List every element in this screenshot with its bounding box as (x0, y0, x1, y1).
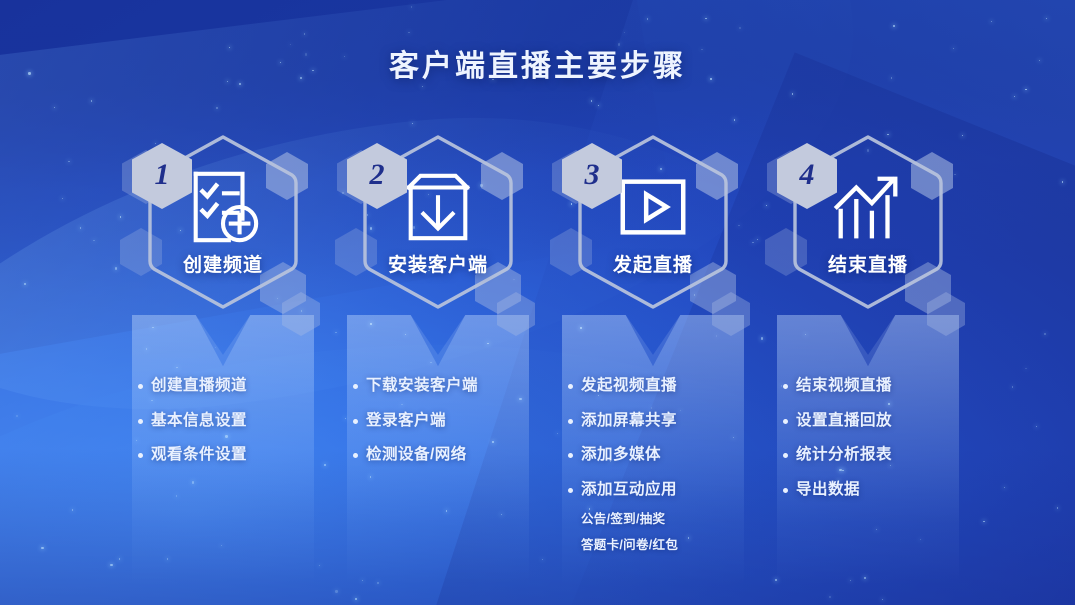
background-bottom-shade (0, 447, 1075, 605)
bullet-label: 创建直播频道 (151, 377, 248, 394)
bar-chart-trend-icon (829, 168, 907, 246)
bullet-dot-icon (353, 384, 358, 389)
step-column-2[interactable]: 安装客户端 2 下载安装客户端登录客户端检测设备/网络 (329, 0, 547, 605)
bullet-dot-icon (568, 418, 573, 424)
bullet-label: 结束视频直播 (796, 377, 893, 394)
bullet-item: 添加屏幕共享 (568, 411, 758, 429)
bullet-dot-icon (138, 384, 143, 389)
step-column-1[interactable]: 创建频道 1 创建直播频道基本信息设置观看条件设置 (114, 0, 332, 605)
decorative-hexagon-4-icon (475, 262, 521, 314)
bullet-label: 观看条件设置 (151, 446, 248, 463)
decorative-hexagon-2-icon (481, 152, 523, 200)
bullet-item: 统计分析报表 (783, 447, 973, 463)
step-number: 3 (584, 158, 600, 191)
bullet-dot-icon (138, 453, 143, 458)
step-bullet-list: 发起视频直播添加屏幕共享添加多媒体添加互动应用公告/签到/抽奖答题卡/问卷/红包 (568, 378, 758, 560)
step-number: 2 (369, 158, 385, 191)
bullet-dot-icon (138, 418, 143, 424)
bullet-label: 设置直播回放 (796, 411, 893, 429)
badge-hexagon-icon (562, 143, 622, 209)
bullet-item: 检测设备/网络 (353, 447, 543, 463)
decorative-hexagon-4-icon (690, 262, 736, 314)
bullet-label: 检测设备/网络 (366, 446, 467, 463)
step-bullet-list: 结束视频直播设置直播回放统计分析报表导出数据 (783, 378, 973, 516)
bullet-item: 观看条件设置 (138, 447, 328, 463)
bullet-subnote-group: 公告/签到/抽奖答题卡/问卷/红包 (581, 508, 758, 553)
bullet-dot-icon (783, 453, 788, 458)
step-label: 安装客户端 (387, 255, 488, 276)
bullet-label: 下载安装客户端 (366, 377, 479, 394)
checklist-plus-icon (184, 168, 262, 246)
download-box-icon (399, 168, 477, 246)
step-bullet-list: 创建直播频道基本信息设置观看条件设置 (138, 378, 328, 482)
step-number-badge: 2 (347, 143, 407, 209)
bullet-label: 添加互动应用 (581, 480, 678, 498)
step-label: 发起直播 (612, 255, 693, 276)
step-label: 结束直播 (827, 255, 908, 276)
step-column-3[interactable]: 发起直播 3 发起视频直播添加屏幕共享添加多媒体添加互动应用公告/签到/抽奖答题卡/… (544, 0, 762, 605)
bullet-label: 导出数据 (796, 480, 861, 498)
step-number-badge: 1 (132, 143, 192, 209)
bullet-item: 设置直播回放 (783, 411, 973, 429)
decorative-hexagon-5-icon (927, 292, 965, 336)
bullet-dot-icon (353, 418, 358, 424)
decorative-hexagon-4-icon (260, 262, 306, 314)
decorative-hexagon-5-icon (282, 292, 320, 336)
bullet-item: 发起视频直播 (568, 378, 758, 394)
step-number: 4 (799, 158, 815, 191)
bullet-label: 发起视频直播 (581, 377, 678, 394)
decorative-hexagon-4-icon (905, 262, 951, 314)
bullet-dot-icon (783, 487, 788, 493)
bullet-subnote: 公告/签到/抽奖 (581, 512, 666, 526)
bullet-dot-icon (783, 384, 788, 389)
badge-hexagon-icon (777, 143, 837, 209)
bullet-label: 登录客户端 (366, 411, 447, 429)
decorative-hexagon-2-icon (266, 152, 308, 200)
bullet-item: 导出数据 (783, 480, 973, 498)
bullet-item: 结束视频直播 (783, 378, 973, 394)
decorative-hexagon-5-icon (712, 292, 750, 336)
step-number: 1 (154, 158, 170, 191)
step-bullet-list: 下载安装客户端登录客户端检测设备/网络 (353, 378, 543, 482)
bullet-dot-icon (568, 384, 573, 389)
bullet-dot-icon (353, 453, 358, 458)
bullet-item: 创建直播频道 (138, 378, 328, 394)
bullet-item: 基本信息设置 (138, 411, 328, 429)
bullet-label: 添加多媒体 (581, 446, 662, 463)
step-number-badge: 4 (777, 143, 837, 209)
bullet-dot-icon (783, 418, 788, 424)
decorative-hexagon-5-icon (497, 292, 535, 336)
bullet-dot-icon (568, 453, 573, 458)
bullet-item: 添加互动应用 (568, 480, 758, 498)
page-title: 客户端直播主要步骤 (389, 50, 686, 83)
bullet-item: 下载安装客户端 (353, 378, 543, 394)
bullet-subnote: 答题卡/问卷/红包 (581, 538, 679, 552)
decorative-hexagon-2-icon (696, 152, 738, 200)
bullet-item: 添加多媒体 (568, 447, 758, 463)
bullet-label: 基本信息设置 (151, 411, 248, 429)
bullet-label: 统计分析报表 (796, 446, 893, 463)
bullet-dot-icon (568, 487, 573, 493)
step-label: 创建频道 (182, 255, 263, 276)
badge-hexagon-icon (132, 143, 192, 209)
badge-hexagon-icon (347, 143, 407, 209)
step-number-badge: 3 (562, 143, 622, 209)
step-column-4[interactable]: 结束直播 4 结束视频直播设置直播回放统计分析报表导出数据 (759, 0, 977, 605)
decorative-hexagon-2-icon (911, 152, 953, 200)
play-video-icon (614, 168, 692, 246)
bullet-item: 登录客户端 (353, 411, 543, 429)
bullet-label: 添加屏幕共享 (581, 411, 678, 429)
